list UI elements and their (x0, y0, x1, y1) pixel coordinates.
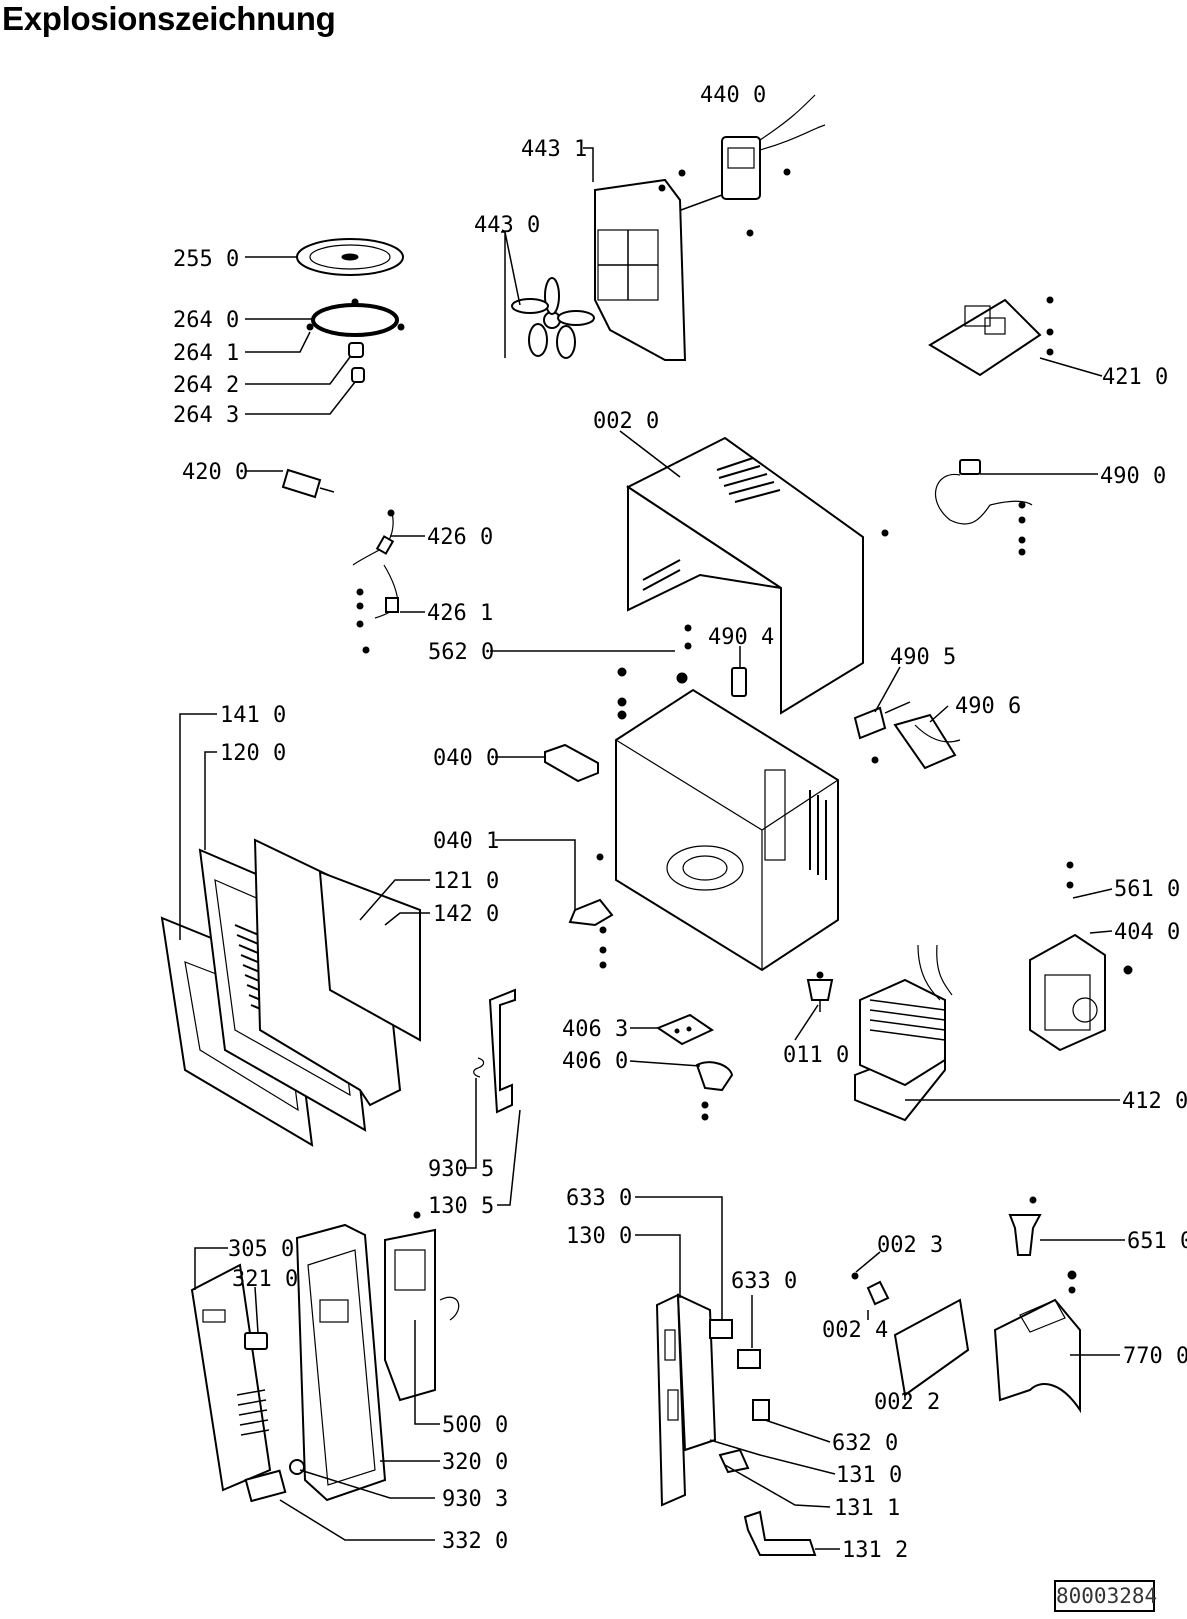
label-651-0: 651 0 (1127, 1229, 1187, 1254)
label-002-2: 002 2 (874, 1390, 940, 1415)
label-426-0: 426 0 (427, 525, 493, 550)
fan-blade-part (511, 277, 595, 359)
magnetron-part (1029, 861, 1133, 1052)
label-130-0: 130 0 (566, 1224, 632, 1249)
label-500-0: 500 0 (442, 1413, 508, 1438)
motor-part (806, 971, 834, 1012)
label-421-0: 421 0 (1102, 365, 1168, 390)
label-131-0: 131 0 (836, 1463, 902, 1488)
door-film-part (318, 870, 421, 1042)
inner-cavity-part (615, 667, 839, 972)
outer-cabinet-part (626, 436, 889, 715)
label-490-6: 490 6 (955, 694, 1021, 719)
label-264-1: 264 1 (173, 341, 239, 366)
document-number-box: 80003284 (1054, 1580, 1157, 1612)
stirrer-part (655, 1013, 734, 1121)
fan-shroud-part (594, 169, 687, 361)
label-121-0: 121 0 (433, 869, 499, 894)
air-guide-part (993, 1270, 1081, 1414)
control-cover-part (190, 1263, 272, 1492)
lamp-part (1008, 1196, 1042, 1256)
label-131-2: 131 2 (842, 1538, 908, 1563)
label-264-2: 264 2 (173, 373, 239, 398)
label-002-3: 002 3 (877, 1233, 943, 1258)
latch-housing-part (655, 1293, 770, 1507)
label-561-0: 561 0 (1114, 877, 1180, 902)
label-332-0: 332 0 (442, 1529, 508, 1554)
label-404-0: 404 0 (1114, 920, 1180, 945)
spring-part (743, 1510, 817, 1556)
label-490-4: 490 4 (708, 625, 774, 650)
label-305-0: 305 0 (228, 1237, 294, 1262)
fan-motor-part (639, 94, 826, 237)
mounting-bracket-part (544, 743, 614, 969)
label-321-0: 321 0 (232, 1267, 298, 1292)
label-412-0: 412 0 (1122, 1089, 1187, 1114)
label-632-0: 632 0 (832, 1431, 898, 1456)
label-131-1: 131 1 (834, 1496, 900, 1521)
bracket-part (676, 624, 747, 697)
roller-ring-part (306, 298, 405, 337)
label-002-0: 002 0 (593, 409, 659, 434)
transformer-part (854, 944, 953, 1122)
label-264-0: 264 0 (173, 308, 239, 333)
label-420-0: 420 0 (182, 460, 248, 485)
coupler-part (348, 342, 365, 383)
power-cord-part (934, 459, 1033, 556)
cover-plate-part (851, 1272, 970, 1397)
label-633-0-top: 633 0 (566, 1186, 632, 1211)
label-770-0: 770 0 (1123, 1344, 1187, 1369)
label-562-0: 562 0 (428, 640, 494, 665)
label-141-0: 141 0 (220, 703, 286, 728)
control-panel-part (244, 1211, 460, 1503)
label-264-3: 264 3 (173, 403, 239, 428)
label-040-1: 040 1 (433, 829, 499, 854)
label-255-0: 255 0 (173, 247, 239, 272)
door-latch-part (473, 988, 516, 1114)
label-426-1: 426 1 (427, 601, 493, 626)
label-130-5: 130 5 (428, 1194, 494, 1219)
page-title: Explosionszeichnung (2, 0, 336, 37)
label-040-0: 040 0 (433, 746, 499, 771)
label-443-1: 443 1 (521, 137, 587, 162)
label-490-0: 490 0 (1100, 464, 1166, 489)
label-440-0: 440 0 (700, 83, 766, 108)
power-board-part (928, 296, 1054, 377)
thermal-switch-part (853, 701, 961, 770)
label-011-0: 011 0 (783, 1043, 849, 1068)
capacitor-part (281, 468, 335, 499)
label-406-3: 406 3 (562, 1017, 628, 1042)
turntable-plate-part (296, 238, 404, 276)
label-120-0: 120 0 (220, 741, 286, 766)
label-930-5: 930 5 (428, 1157, 494, 1182)
label-142-0: 142 0 (433, 902, 499, 927)
fuse-wire-part (352, 509, 399, 654)
label-633-0-side: 633 0 (731, 1269, 797, 1294)
label-320-0: 320 0 (442, 1450, 508, 1475)
label-490-5: 490 5 (890, 645, 956, 670)
label-406-0: 406 0 (562, 1049, 628, 1074)
label-930-3: 930 3 (442, 1487, 508, 1512)
label-443-0: 443 0 (474, 213, 540, 238)
label-002-4: 002 4 (822, 1318, 888, 1343)
